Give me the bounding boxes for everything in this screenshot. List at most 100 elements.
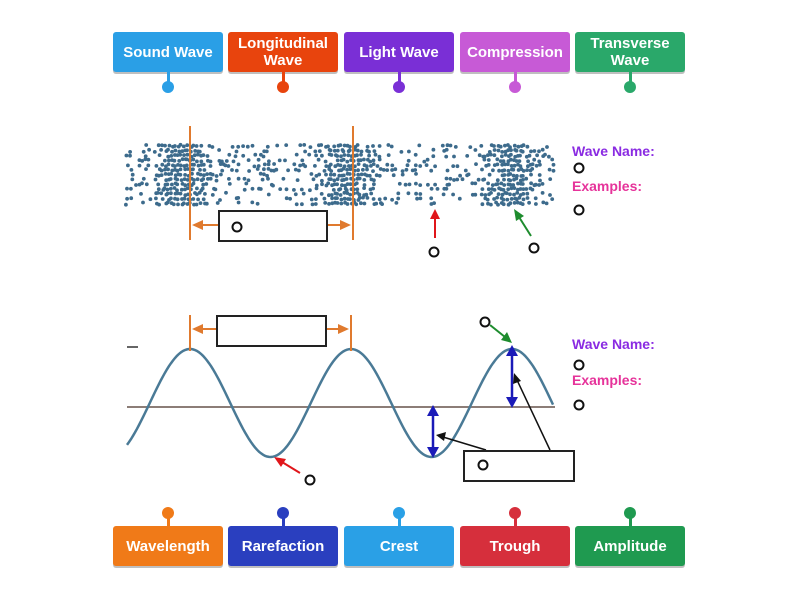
- particle: [342, 196, 347, 201]
- particle: [541, 200, 546, 205]
- particle: [180, 157, 185, 162]
- tile-pin[interactable]: [277, 507, 289, 519]
- drop-target-rarefaction-longitudinal[interactable]: [428, 246, 440, 258]
- particle: [193, 149, 198, 153]
- particle: [298, 143, 303, 148]
- particle: [429, 168, 434, 173]
- particle: [337, 173, 342, 178]
- particle: [512, 201, 517, 205]
- particle: [246, 158, 251, 163]
- particle: [520, 182, 525, 186]
- particle: [389, 144, 394, 149]
- tile-pin[interactable]: [277, 81, 289, 93]
- drop-target-trough[interactable]: [304, 474, 316, 486]
- particle: [215, 201, 220, 205]
- tile-wavelength[interactable]: Wavelength: [113, 526, 223, 566]
- particle: [367, 153, 371, 158]
- tile-stem: [629, 517, 632, 527]
- particle: [284, 196, 289, 201]
- particle: [355, 143, 360, 147]
- particle: [501, 159, 506, 164]
- particle: [342, 143, 347, 148]
- particle: [197, 190, 202, 195]
- particle: [190, 171, 194, 176]
- particle: [503, 153, 508, 157]
- tile-pin[interactable]: [509, 507, 521, 519]
- particle: [288, 196, 292, 201]
- drop-target-longitudinal-wave-name[interactable]: [573, 162, 585, 174]
- particle: [144, 143, 149, 147]
- drop-target-longitudinal-wavelength[interactable]: [231, 221, 243, 233]
- particle: [292, 188, 296, 192]
- particle: [447, 182, 451, 187]
- particle: [451, 192, 455, 197]
- particle: [435, 187, 440, 191]
- particle: [533, 182, 538, 187]
- particle: [181, 201, 186, 206]
- particle: [525, 196, 530, 200]
- particle: [483, 193, 488, 197]
- tile-pin[interactable]: [624, 81, 636, 93]
- particle: [314, 174, 319, 178]
- particle: [182, 153, 186, 158]
- particle: [444, 176, 449, 181]
- particle: [272, 162, 276, 166]
- particle: [125, 196, 129, 201]
- drop-target-transverse-wave-name[interactable]: [573, 359, 585, 371]
- particle: [185, 157, 189, 162]
- drop-target-amplitude[interactable]: [477, 459, 489, 471]
- particle: [488, 152, 493, 157]
- drop-target-crest[interactable]: [479, 316, 491, 328]
- particle: [183, 173, 188, 177]
- particle: [258, 171, 263, 176]
- particle: [415, 196, 419, 201]
- particle: [266, 162, 271, 167]
- tile-pin[interactable]: [393, 81, 405, 93]
- particle: [194, 202, 199, 207]
- tile-pin[interactable]: [509, 81, 521, 93]
- drop-target-longitudinal-examples[interactable]: [573, 204, 585, 216]
- tile-light-wave[interactable]: Light Wave: [344, 32, 454, 72]
- longitudinal-wave-name-label: Wave Name:: [572, 143, 655, 159]
- particle: [508, 192, 512, 197]
- particle: [183, 183, 188, 188]
- tile-amplitude[interactable]: Amplitude: [575, 526, 685, 566]
- drop-box-transverse-wavelength[interactable]: [216, 315, 327, 347]
- tile-pin[interactable]: [624, 507, 636, 519]
- particle: [540, 147, 545, 152]
- particle: [486, 153, 490, 158]
- tile-pin[interactable]: [393, 507, 405, 519]
- particle: [185, 143, 190, 148]
- particle: [511, 183, 516, 187]
- particle: [374, 173, 379, 178]
- particle: [313, 164, 317, 168]
- particle: [486, 181, 490, 186]
- tile-transverse-wave[interactable]: Transverse Wave: [575, 32, 685, 72]
- tile-pin[interactable]: [162, 81, 174, 93]
- particle: [357, 176, 362, 181]
- drop-target-compression[interactable]: [528, 242, 540, 254]
- particle: [527, 153, 532, 158]
- tile-pin[interactable]: [162, 507, 174, 519]
- particle: [417, 143, 422, 148]
- tile-rarefaction[interactable]: Rarefaction: [228, 526, 338, 566]
- drop-target-transverse-examples[interactable]: [573, 399, 585, 411]
- particle: [348, 144, 352, 149]
- particle: [390, 163, 395, 168]
- particle: [534, 163, 539, 168]
- particle: [486, 163, 491, 167]
- particle: [275, 143, 280, 148]
- particle: [506, 168, 511, 173]
- tile-trough[interactable]: Trough: [460, 526, 570, 566]
- particle: [532, 157, 537, 162]
- particle: [224, 190, 228, 195]
- particle: [347, 148, 352, 153]
- particle: [385, 168, 390, 173]
- tile-sound-wave[interactable]: Sound Wave: [113, 32, 223, 72]
- particle: [201, 182, 206, 187]
- particle: [339, 201, 344, 206]
- particle: [383, 196, 388, 201]
- tile-crest[interactable]: Crest: [344, 526, 454, 566]
- tile-longitudinal-wave[interactable]: Longitudinal Wave: [228, 32, 338, 72]
- tile-compression[interactable]: Compression: [460, 32, 570, 72]
